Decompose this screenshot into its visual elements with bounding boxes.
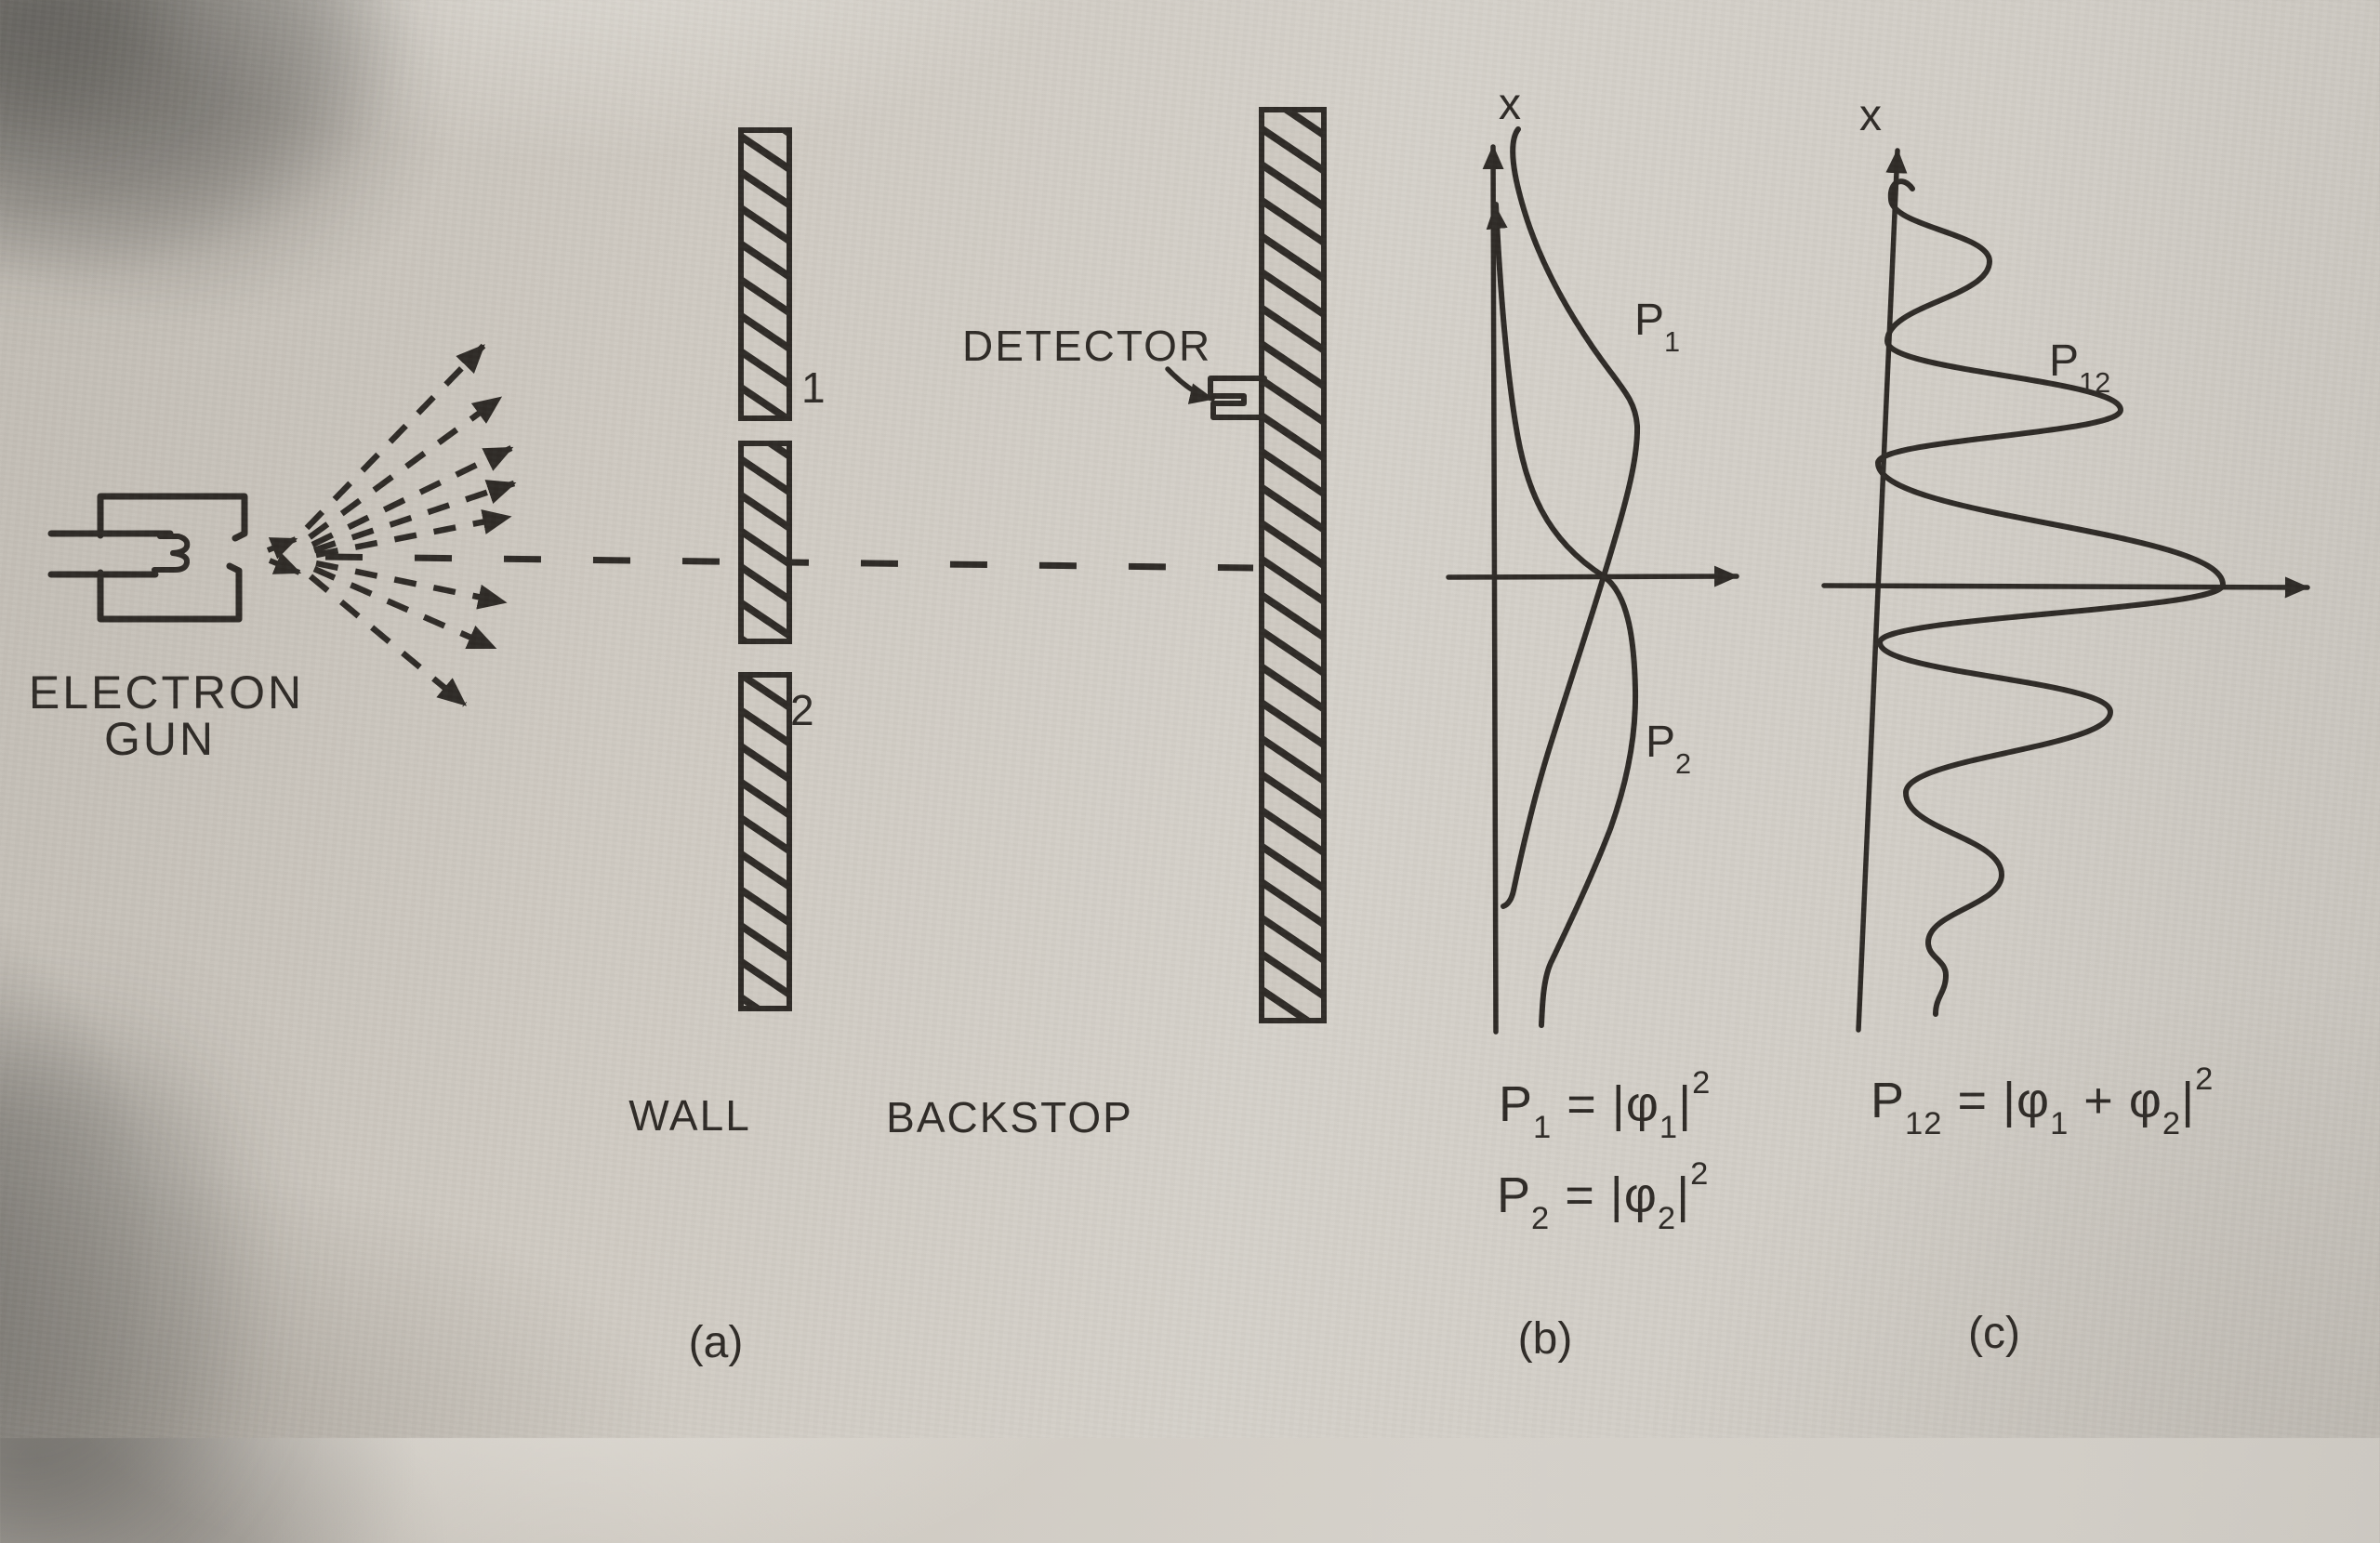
backstop-caption: BACKSTOP xyxy=(886,1093,1133,1141)
graph-c-interference-pattern: x P12 xyxy=(1821,91,2310,1033)
graph-c-x-axis-label: x xyxy=(1859,91,1882,140)
formula-p1: P1 = |φ1|2 xyxy=(1499,1065,1711,1145)
electron-ray-arrow xyxy=(304,343,486,531)
graph-b-single-slit-probabilities: x P1 P2 xyxy=(1446,80,1739,1035)
electron-gun-label-line1: ELECTRON xyxy=(29,666,304,719)
electron-ray-arrow xyxy=(312,480,517,554)
formula-p12: P12 = |φ1 + φ2|2 xyxy=(1871,1062,2214,1141)
probability-formulas: P1 = |φ1|2 P2 = |φ2|2 P12 = |φ1 + φ2|2 xyxy=(1497,1062,2214,1236)
curve-p1-label: P1 xyxy=(1634,296,1680,358)
graph-c-vertical-axis xyxy=(1856,148,1908,1033)
panel-b-label: (b) xyxy=(1518,1314,1573,1364)
electron-ray-arrow xyxy=(315,560,508,610)
electron-ray-arrow xyxy=(308,574,468,707)
slit-1-label: 1 xyxy=(801,363,827,412)
detector-pointer-arrow xyxy=(1165,366,1215,404)
wall-lower-hatch xyxy=(741,675,789,1009)
detector: DETECTOR xyxy=(962,322,1267,420)
curve-p12-label: P12 xyxy=(2049,336,2110,399)
slit-2-label: 2 xyxy=(790,686,816,734)
double-slit-experiment-diagram: 1 2 DETECTOR x P1 P2 xyxy=(29,80,2310,1367)
curve-p1 xyxy=(1501,126,1641,909)
electron-exit-arrow xyxy=(266,536,298,560)
formula-p2: P2 = |φ2|2 xyxy=(1497,1156,1709,1236)
backstop-hatch xyxy=(1262,110,1324,1021)
gun-shell-top xyxy=(97,493,248,542)
electron-exit-arrow xyxy=(268,552,302,575)
gun-shell-bottom xyxy=(97,562,243,623)
wall-middle-hatch xyxy=(741,443,789,641)
curve-p2 xyxy=(1493,202,1639,1028)
detector-symbol xyxy=(1208,376,1267,420)
electron-gun-label-line2: GUN xyxy=(104,713,216,765)
electron-ray-arrow xyxy=(315,509,512,559)
panel-a-label: (a) xyxy=(689,1318,744,1367)
curve-p2-label: P2 xyxy=(1646,718,1691,780)
wall-with-slits: 1 2 xyxy=(738,127,827,1011)
panel-c-label: (c) xyxy=(1968,1309,2020,1358)
backstop xyxy=(1259,107,1327,1023)
graph-b-x-axis-label: x xyxy=(1499,80,1521,129)
captions: ELECTRON GUN WALL BACKSTOP (a) (b) (c) xyxy=(29,666,2020,1367)
curve-p12 xyxy=(1875,178,2226,1017)
detector-label: DETECTOR xyxy=(962,322,1211,370)
graph-b-horizontal-axis xyxy=(1446,565,1739,587)
electron-gun xyxy=(47,493,248,623)
graph-c-horizontal-axis xyxy=(1821,576,2310,599)
gun-filament xyxy=(152,534,191,573)
wall-upper-hatch xyxy=(741,130,789,418)
electron-fan xyxy=(266,343,517,707)
graph-b-vertical-axis xyxy=(1482,144,1504,1035)
electron-ray-arrow xyxy=(312,566,497,651)
wall-caption: WALL xyxy=(628,1091,751,1140)
